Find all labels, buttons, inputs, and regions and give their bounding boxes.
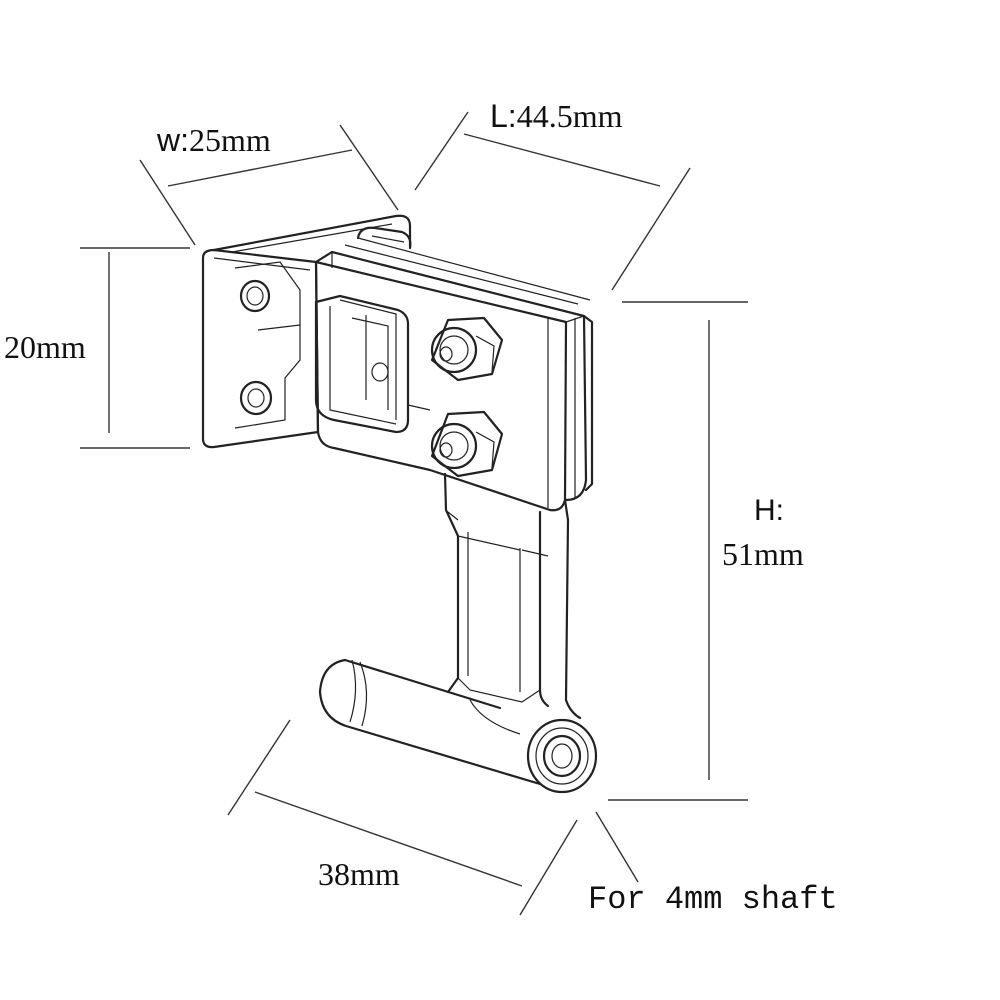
tube-length-label: 38mm — [318, 856, 400, 892]
mounting-plate — [201, 214, 412, 449]
length-dimension-label: L:44.5mm — [490, 100, 622, 132]
dimension-lines — [80, 111, 748, 916]
length-prefix: L: — [490, 98, 517, 134]
shaft-note-label: For 4mm shaft — [588, 881, 838, 918]
width-prefix: w: — [157, 122, 189, 158]
support-arm — [443, 472, 582, 720]
length-value: 44.5mm — [516, 98, 623, 134]
plate-height-label: 20mm — [4, 329, 86, 365]
side-block — [314, 226, 594, 512]
total-height-value: 51mm — [722, 536, 804, 572]
shaft-tube — [318, 658, 598, 794]
width-value: 25mm — [189, 122, 271, 158]
width-dimension-label: w:25mm — [157, 124, 271, 156]
total-height-key: H: — [754, 494, 784, 527]
hex-nuts — [430, 316, 504, 478]
